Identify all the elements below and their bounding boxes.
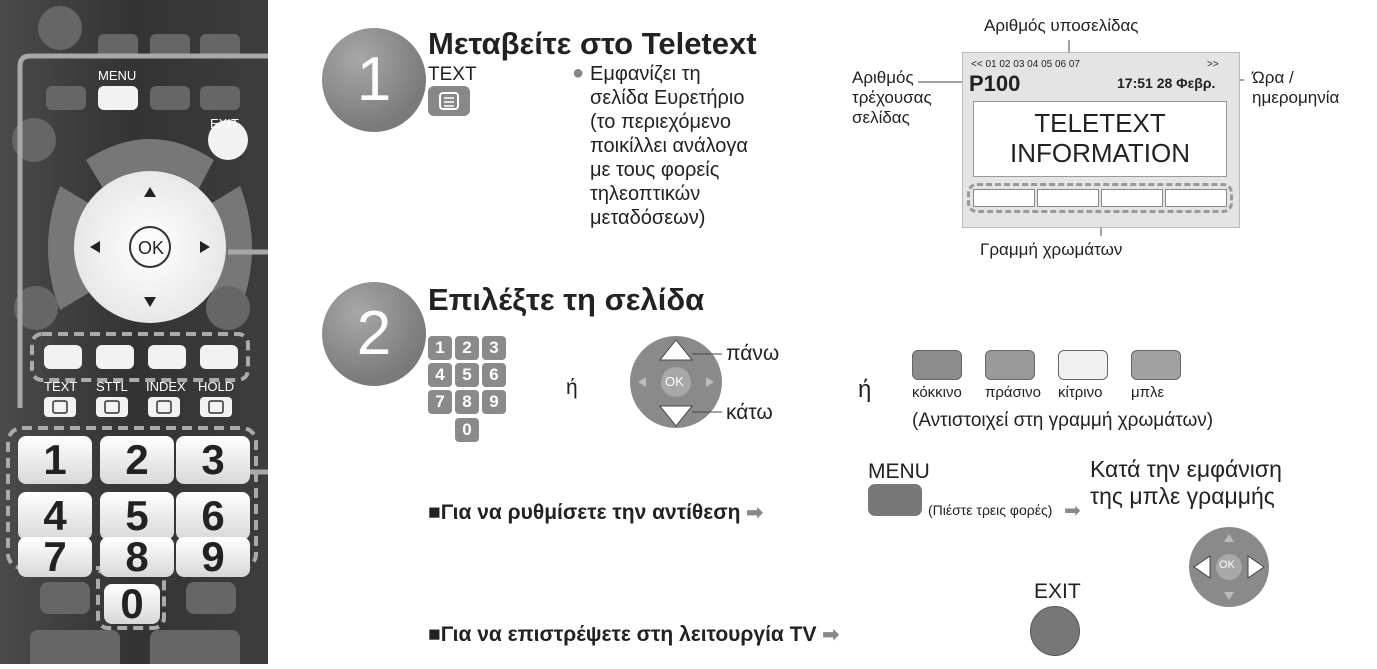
- note-line: Κατά την εμφάνιση: [1090, 456, 1282, 482]
- or-text: ή: [566, 376, 578, 399]
- desc-line: σελίδα Ευρετήριο: [590, 87, 745, 109]
- number-key-3[interactable]: 3: [176, 436, 250, 484]
- step-1-title: Μεταβείτε στο Teletext: [428, 26, 757, 61]
- teletext-icon: [439, 92, 459, 110]
- teletext-screen: << 01 02 03 04 05 06 07 >> P100 17:51 28…: [962, 52, 1240, 228]
- current-page-label: Αριθμός τρέχουσας σελίδας: [852, 68, 932, 128]
- yellow-button: [1058, 350, 1108, 380]
- page-number: P100: [969, 71, 1021, 96]
- press-note: (Πιέστε τρεις φορές): [928, 502, 1053, 518]
- key-5: 5: [455, 363, 479, 387]
- yellow-label: κίτρινο: [1058, 384, 1103, 401]
- green-label: πράσινο: [985, 384, 1041, 401]
- number-key-0[interactable]: 0: [104, 583, 160, 625]
- time-date: 17:51 28 Φεβρ.: [1117, 75, 1216, 91]
- or-text-2: ή: [858, 376, 872, 403]
- index-key-label: INDEX: [146, 379, 186, 394]
- key-9: 9: [482, 390, 506, 414]
- number-key-1[interactable]: 1: [18, 436, 92, 484]
- label-line: τρέχουσας: [852, 88, 932, 107]
- note-line: της μπλε γραμμής: [1090, 483, 1275, 509]
- label-line: σελίδας: [852, 108, 910, 127]
- contrast-instruction: ■Για να ρυθμίσετε την αντίθεση ➡: [428, 500, 763, 525]
- return-text: Για να επιστρέψετε στη λειτουργία TV: [440, 623, 817, 646]
- step-2-circle: 2: [322, 282, 426, 386]
- key-3: 3: [482, 336, 506, 360]
- desc-line: (το περιεχόμενο: [590, 111, 732, 133]
- colour-note: (Αντιστοιχεί στη γραμμή χρωμάτων): [912, 410, 1214, 431]
- number-key-8[interactable]: 8: [100, 536, 174, 578]
- nav-pad-up-down: [630, 336, 722, 428]
- key-6: 6: [482, 363, 506, 387]
- info-box: TELETEXT INFORMATION: [973, 101, 1227, 177]
- info-line: TELETEXT: [1034, 108, 1166, 138]
- step-1-description: Εμφανίζει τη σελίδα Ευρετήριο (το περιεχ…: [590, 62, 748, 230]
- colour-bar-label: Γραμμή χρωμάτων: [980, 240, 1123, 259]
- key-7: 7: [428, 390, 452, 414]
- arrow-icon: ➡: [1064, 500, 1081, 522]
- menu-caption: MENU: [868, 460, 930, 483]
- arrow-icon: ➡: [746, 502, 764, 524]
- key-4: 4: [428, 363, 452, 387]
- red-label: κόκκινο: [912, 384, 962, 401]
- subpage-numbers: << 01 02 03 04 05 06 07: [971, 59, 1080, 70]
- nav-pad-left-right: [1189, 527, 1269, 607]
- square-bullet: ■: [428, 501, 441, 524]
- bullet-dot: ●: [572, 62, 585, 84]
- label-line: Ώρα /: [1252, 68, 1294, 87]
- number-key-6[interactable]: 6: [176, 492, 250, 540]
- exit-label: EXIT: [210, 116, 239, 131]
- nav-ok-label-2: OK: [1219, 559, 1235, 571]
- number-key-5[interactable]: 5: [100, 492, 174, 540]
- step-2-title: Επιλέξτε τη σελίδα: [428, 282, 705, 317]
- step-1-circle: 1: [322, 28, 426, 132]
- menu-button: [868, 484, 922, 516]
- up-label: πάνω: [726, 342, 780, 365]
- hold-key-label: HOLD: [198, 379, 235, 394]
- blue-label: μπλε: [1131, 384, 1165, 401]
- down-label: κάτω: [726, 401, 773, 424]
- exit-caption: EXIT: [1034, 580, 1081, 603]
- contrast-text: Για να ρυθμίσετε την αντίθεση: [440, 501, 741, 524]
- desc-line: Εμφανίζει τη: [590, 63, 701, 85]
- desc-line: με τους φορείς: [590, 159, 720, 181]
- label-line: ημερομηνία: [1252, 88, 1340, 107]
- key-8: 8: [455, 390, 479, 414]
- nav-ok-label: OK: [665, 374, 684, 389]
- return-instruction: ■Για να επιστρέψετε στη λειτουργία TV ➡: [428, 622, 839, 647]
- desc-line: μεταδόσεων): [590, 207, 706, 229]
- blue-button: [1131, 350, 1181, 380]
- number-key-7[interactable]: 7: [18, 536, 92, 578]
- colour-bar-highlight: [967, 183, 1233, 213]
- text-key-label: TEXT: [44, 379, 78, 394]
- text-key-caption: TEXT: [428, 64, 477, 85]
- label-line: Αριθμός: [852, 68, 914, 87]
- key-1: 1: [428, 336, 452, 360]
- info-line: INFORMATION: [1009, 138, 1191, 168]
- ok-label: OK: [138, 238, 165, 258]
- key-2: 2: [455, 336, 479, 360]
- number-key-9[interactable]: 9: [176, 536, 250, 578]
- red-button: [912, 350, 962, 380]
- number-key-2[interactable]: 2: [100, 436, 174, 484]
- blue-bar-note: Κατά την εμφάνιση της μπλε γραμμής: [1090, 456, 1282, 510]
- exit-button: [1030, 606, 1080, 656]
- subpage-next: >>: [1207, 59, 1219, 70]
- remote-control: MENU EXIT OK TEXT STTL INDEX HOLD 1 2 3 …: [0, 0, 375, 669]
- green-button: [985, 350, 1035, 380]
- desc-line: ποικίλλει ανάλογα: [590, 135, 748, 157]
- number-key-4[interactable]: 4: [18, 492, 92, 540]
- text-key-button: [428, 86, 470, 116]
- key-0: 0: [455, 418, 479, 442]
- subpage-label: Αριθμός υποσελίδας: [984, 16, 1139, 35]
- sttl-key-label: STTL: [96, 379, 128, 394]
- menu-label: MENU: [98, 68, 137, 83]
- time-date-label: Ώρα / ημερομηνία: [1252, 68, 1339, 108]
- desc-line: τηλεοπτικών: [590, 183, 701, 205]
- square-bullet: ■: [428, 623, 441, 646]
- arrow-icon: ➡: [822, 624, 840, 646]
